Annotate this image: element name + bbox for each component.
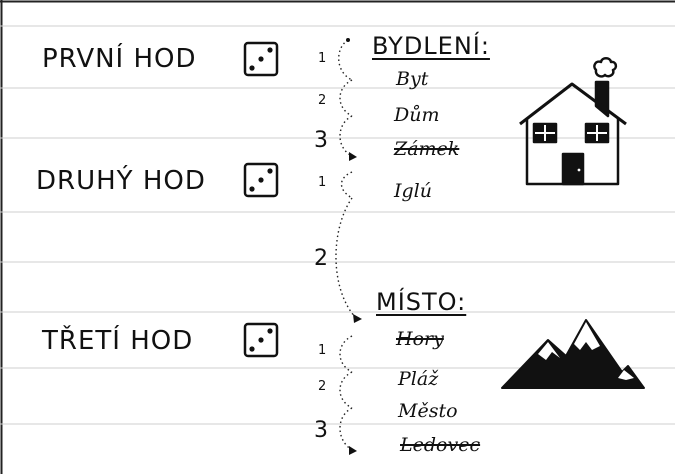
path-number: 2 — [314, 248, 328, 270]
path-number: 3 — [314, 420, 328, 442]
place-item-crossed: Hory — [396, 330, 444, 349]
path-number: 1 — [318, 176, 326, 189]
housing-item: Dům — [394, 106, 440, 125]
roll-label-second: DRUHÝ HOD — [36, 168, 206, 194]
path-number: 2 — [318, 94, 326, 107]
housing-heading: BYDLENÍ: — [372, 34, 490, 58]
path-number: 1 — [318, 344, 326, 357]
place-item-crossed: Ledovec — [400, 436, 480, 455]
place-item: Pláž — [398, 370, 438, 389]
path-number: 1 — [318, 52, 326, 65]
path-number: 2 — [318, 380, 326, 393]
roll-label-first: PRVNÍ HOD — [42, 46, 197, 72]
place-heading: MÍSTO: — [376, 290, 466, 314]
place-item: Město — [398, 402, 458, 421]
housing-item: Byt — [396, 70, 428, 89]
roll-label-third: TŘETÍ HOD — [42, 328, 193, 354]
housing-item-crossed: Zámek — [394, 140, 459, 159]
housing-item: Iglú — [394, 182, 432, 201]
path-number: 3 — [314, 130, 328, 152]
